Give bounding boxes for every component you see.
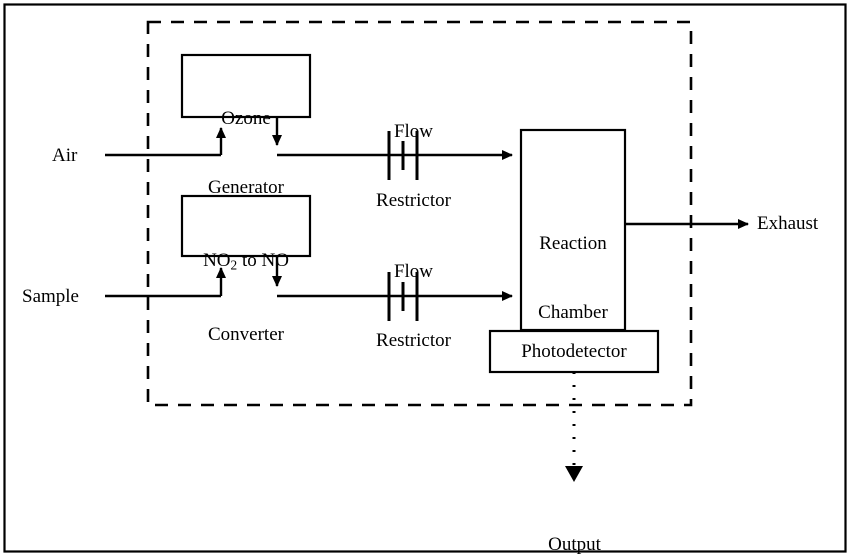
converter-line2: Converter: [208, 323, 284, 345]
flow-restrictor-upper-symbol: [387, 131, 419, 180]
flow-restrictor-upper-label: Flow Restrictor: [341, 74, 486, 258]
reaction-chamber-label: Reaction Chamber: [512, 186, 634, 370]
ozone-generator-box: [180, 53, 312, 119]
ozone-generator-label: Ozone Generator: [182, 61, 310, 245]
output-signal-arrowhead: [565, 466, 583, 482]
converter-formula-pre: NO: [203, 250, 231, 271]
photodetector-label: Photodetector: [521, 341, 627, 362]
flow-restrictor-lower-symbol: [387, 272, 419, 321]
outer-border: [3, 3, 847, 553]
exhaust-label: Exhaust: [757, 213, 819, 234]
flow-restrictor-lower-label: Flow Restrictor: [341, 214, 486, 398]
converter-line1: NO2 to NO: [182, 249, 310, 277]
converter-box: [180, 194, 312, 258]
converter-formula-post: to NO: [237, 250, 289, 271]
flow-restrictor-upper-line1: Flow: [393, 121, 434, 142]
flow-restrictor-lower-line1: Flow: [393, 261, 434, 282]
output-signal-label: Output Signal: [512, 487, 637, 556]
converter-formula-sub: 2: [230, 257, 238, 273]
ozone-generator-line1: Ozone: [221, 108, 271, 129]
photodetector-box: [488, 329, 660, 374]
sample-input-label: Sample: [22, 286, 79, 307]
reaction-chamber-box: [519, 128, 627, 332]
output-signal-line1: Output: [548, 534, 601, 555]
flow-restrictor-upper-line2: Restrictor: [376, 190, 451, 211]
reaction-chamber-line1: Reaction: [539, 233, 607, 254]
air-input-label: Air: [52, 145, 78, 166]
reaction-chamber-line2: Chamber: [538, 302, 608, 323]
instrument-enclosure: [146, 20, 693, 407]
converter-label: NO2 to NO Converter: [182, 203, 310, 392]
ozone-generator-line2: Generator: [208, 177, 284, 198]
flow-restrictor-lower-line2: Restrictor: [376, 330, 451, 351]
